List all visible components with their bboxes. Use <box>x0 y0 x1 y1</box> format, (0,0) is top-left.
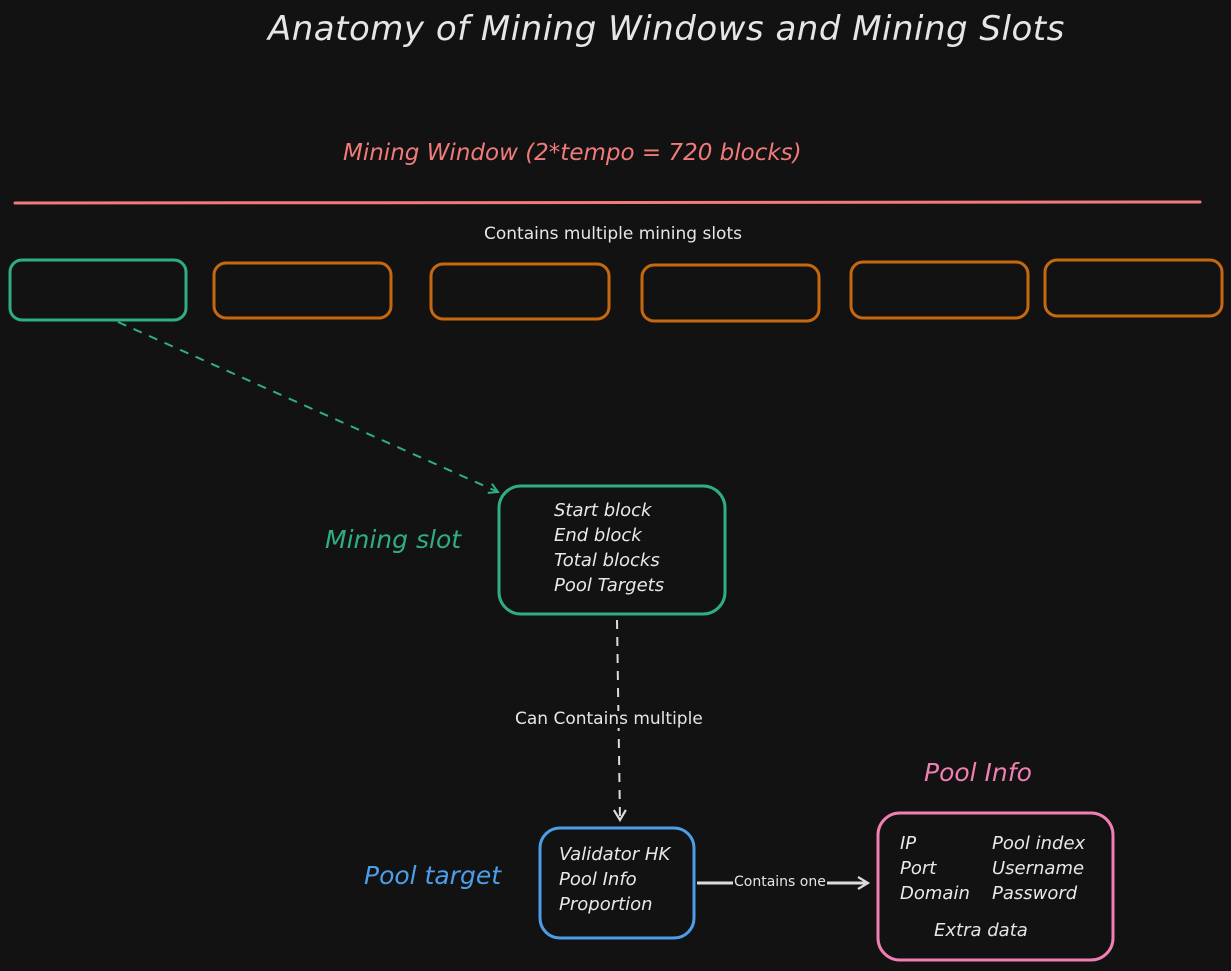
pool-target-box[interactable] <box>538 826 696 940</box>
edge-label-contains-one: Contains one <box>733 874 827 890</box>
pool-info-field: IP <box>900 833 917 854</box>
pool-target-fields: Validator HK Pool Info Proportion <box>559 842 670 917</box>
pool-info-field: Password <box>992 883 1078 904</box>
mining-slot-box[interactable] <box>1043 258 1224 318</box>
edge-label-can-contain: Can Contains multiple <box>513 709 705 729</box>
mining-slot-box[interactable] <box>429 262 611 321</box>
pool-info-field: Pool index <box>992 833 1086 854</box>
mining-window-line <box>13 200 1202 205</box>
pool-info-box[interactable] <box>876 811 1115 962</box>
pool-info-field: Domain <box>900 883 970 904</box>
pool-info-extra: Extra data <box>934 920 1028 941</box>
slot-field: Start block <box>554 500 652 521</box>
mining-slot-box[interactable] <box>849 260 1030 320</box>
slot-field: Pool Targets <box>554 575 665 596</box>
mining-slot-fields: Start block End block Total blocks Pool … <box>554 498 664 598</box>
pool-target-label: Pool target <box>364 861 502 890</box>
contains-slots-label: Contains multiple mining slots <box>484 224 742 244</box>
slot-detail-arrow <box>117 321 498 492</box>
slot-field: End block <box>554 525 642 546</box>
mining-slot-label: Mining slot <box>325 525 462 554</box>
mining-slot-box[interactable] <box>640 263 821 323</box>
pool-info-fields-left: IP Port Domain <box>900 831 970 906</box>
mining-window-label: Mining Window (2*tempo = 720 blocks) <box>343 140 802 166</box>
target-field: Proportion <box>559 894 653 915</box>
pool-info-label: Pool Info <box>924 758 1032 787</box>
target-field: Validator HK <box>559 844 671 865</box>
pool-info-field: Port <box>900 858 937 879</box>
target-field: Pool Info <box>559 869 637 890</box>
pool-info-field: Username <box>992 858 1085 879</box>
pool-info-fields-right: Pool index Username Password <box>992 831 1085 906</box>
mining-slot-box[interactable] <box>212 261 393 320</box>
diagram-title: Anatomy of Mining Windows and Mining Slo… <box>268 9 1065 49</box>
mining-slot-box-active[interactable] <box>8 258 188 322</box>
mining-slot-detail-box[interactable] <box>497 484 727 616</box>
slot-field: Total blocks <box>554 550 660 571</box>
